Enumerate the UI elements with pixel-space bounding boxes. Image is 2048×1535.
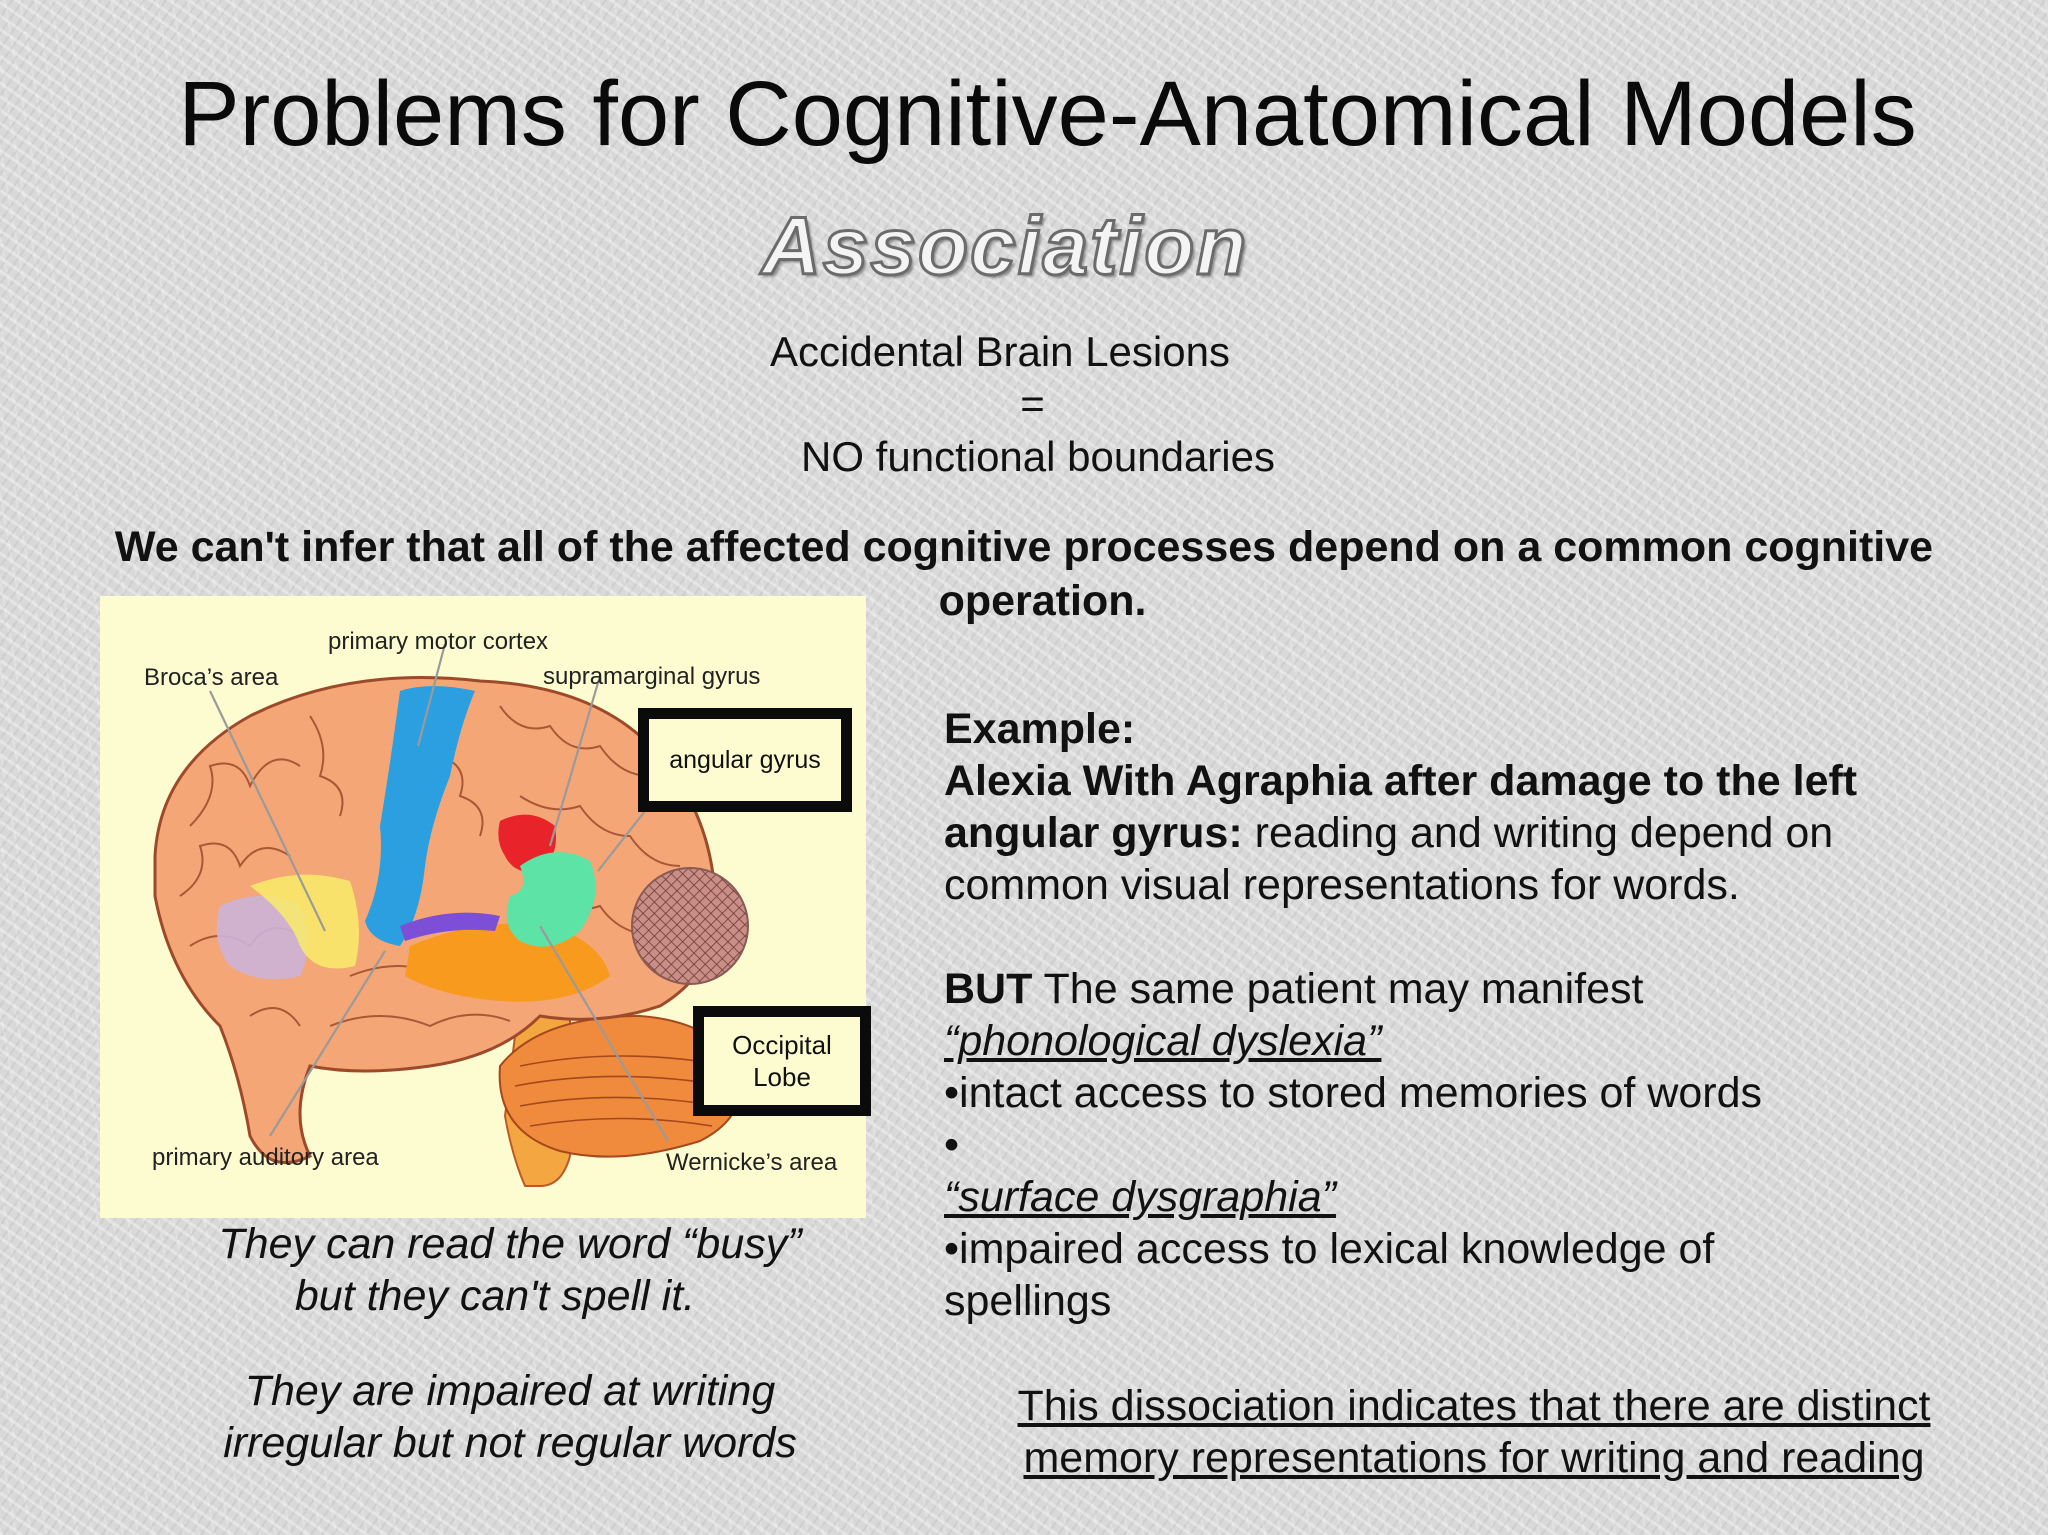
angular-gyrus-box: angular gyrus bbox=[638, 708, 852, 812]
conclusion-line-1: This dissociation indicates that there a… bbox=[1017, 1382, 1931, 1430]
example-line-3: common visual representations for words. bbox=[944, 861, 1740, 909]
example-lead-line-1: Alexia With Agraphia after damage to the… bbox=[944, 757, 1858, 805]
primary-motor-cortex-region bbox=[365, 686, 475, 946]
slide-subtitle: Association bbox=[760, 200, 1249, 294]
wernickes-area-region bbox=[400, 912, 500, 941]
occipital-label-line-1: Occipital bbox=[732, 1030, 832, 1060]
brocas-area-label: Broca’s area bbox=[144, 664, 279, 691]
figure-caption-reading: They can read the word “busy” but they c… bbox=[160, 1218, 860, 1322]
figure-caption-writing: They are impaired at writing irregular b… bbox=[160, 1365, 860, 1469]
caption-line-4: irregular but not regular words bbox=[223, 1419, 797, 1467]
example-heading: Example: bbox=[944, 705, 1136, 753]
brain-illustration bbox=[153, 643, 749, 1187]
inference-statement: We can't infer that all of the affected … bbox=[0, 520, 2048, 628]
supramarginal-gyrus-label: supramarginal gyrus bbox=[543, 663, 761, 690]
angular-gyrus-region bbox=[506, 852, 596, 947]
but-line: BUT The same patient may manifest bbox=[944, 963, 2034, 1015]
bullet-impaired-access-cont: spellings bbox=[944, 1277, 1112, 1325]
angular-gyrus-label: angular gyrus bbox=[669, 745, 821, 774]
caption-line-2: but they can't spell it. bbox=[294, 1272, 696, 1320]
example-lead-line-2: angular gyrus: reading and writing depen… bbox=[944, 807, 2034, 859]
caption-line-1: They can read the word “busy” bbox=[218, 1220, 802, 1268]
term-surface-dysgraphia: “surface dysgraphia” bbox=[944, 1173, 1336, 1221]
equals-sign: = bbox=[1020, 380, 1045, 427]
wernickes-area-label: Wernicke’s area bbox=[666, 1149, 838, 1176]
inference-line-1: We can't infer that all of the affected … bbox=[114, 523, 1934, 571]
inference-line-2: operation. bbox=[938, 577, 1147, 625]
slide-title: Problems for Cognitive-Anatomical Models bbox=[178, 63, 1917, 165]
bullet-intact-access: •intact access to stored memories of wor… bbox=[944, 1069, 1763, 1117]
lesions-line: Accidental Brain Lesions bbox=[770, 328, 1230, 375]
conclusion-line-2: memory representations for writing and r… bbox=[1023, 1434, 1925, 1482]
bullet-empty: • bbox=[944, 1121, 960, 1169]
occipital-label-line-2: Lobe bbox=[753, 1062, 811, 1092]
term-phonological-dyslexia: “phonological dyslexia” bbox=[944, 1017, 1382, 1065]
conclusion-statement: This dissociation indicates that there a… bbox=[944, 1380, 2004, 1484]
caption-line-3: They are impaired at writing bbox=[244, 1367, 776, 1415]
bullet-impaired-access: •impaired access to lexical knowledge of bbox=[944, 1225, 1715, 1273]
occipital-lobe-region bbox=[631, 867, 749, 985]
but-keyword: BUT bbox=[944, 965, 1033, 1013]
highlight-region bbox=[250, 874, 359, 969]
primary-motor-cortex-label: primary motor cortex bbox=[328, 628, 549, 655]
occipital-lobe-box: Occipital Lobe bbox=[693, 1006, 871, 1116]
but-rest: The same patient may manifest bbox=[1032, 965, 1644, 1013]
example-section: Example: Alexia With Agraphia after dama… bbox=[944, 703, 2034, 1327]
brain-diagram: primary motor cortex Broca’s area supram… bbox=[100, 596, 871, 1218]
example-lead-rest: reading and writing depend on bbox=[1242, 809, 1834, 857]
example-lead-bold: angular gyrus: bbox=[944, 809, 1243, 857]
boundaries-line: NO functional boundaries bbox=[801, 433, 1275, 480]
primary-auditory-area-label: primary auditory area bbox=[152, 1144, 379, 1171]
